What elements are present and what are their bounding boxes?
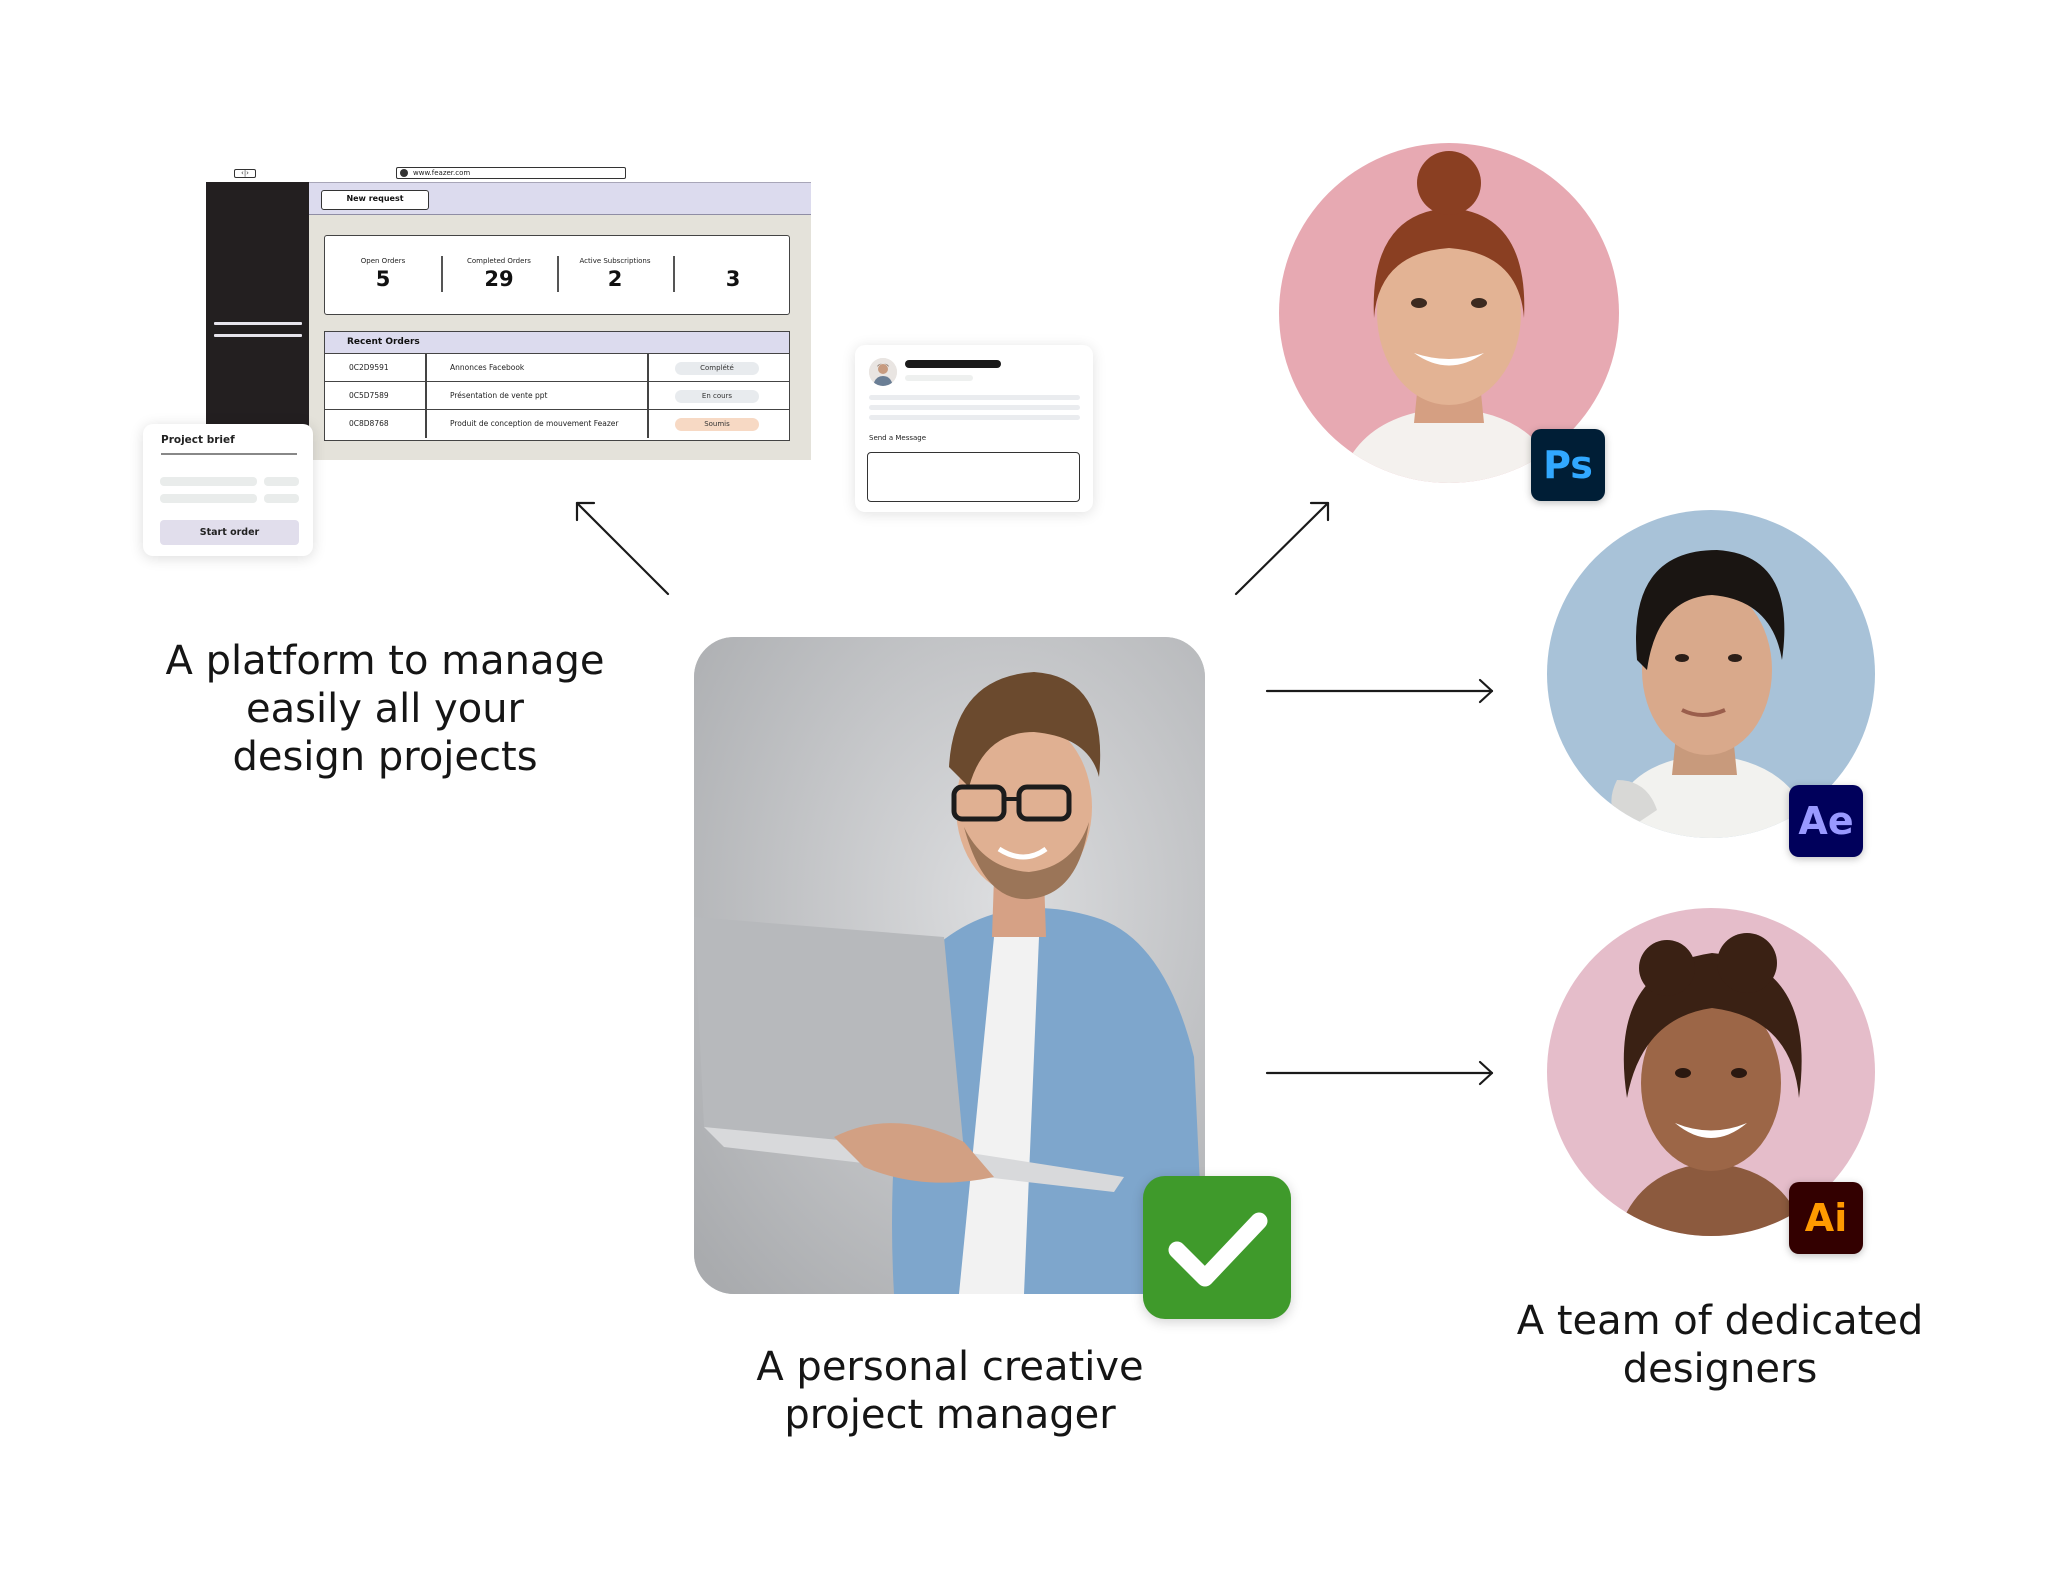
status-badge: Soumis (675, 418, 759, 431)
order-id: 0C5D7589 (349, 391, 389, 400)
sender-subtitle-placeholder (905, 375, 973, 381)
order-id: 0C8D8768 (349, 419, 389, 428)
caption-line: easily all your (246, 686, 524, 732)
browser-nav-arrows-icon: ‹|› (234, 169, 256, 178)
dashboard-main: New request Open Orders 5 Completed Orde… (309, 182, 811, 460)
caption-line: project manager (784, 1392, 1116, 1438)
designer-photoshop-photo (1279, 143, 1619, 483)
placeholder-bar (264, 494, 299, 503)
caption-platform: A platform to manage easily all your des… (130, 637, 640, 781)
project-manager-photo (694, 637, 1205, 1294)
stat-label: Completed Orders (467, 257, 531, 265)
stat-value: 2 (607, 267, 623, 291)
illustrator-icon: Ai (1789, 1182, 1863, 1254)
message-text-placeholder (869, 395, 1080, 400)
menu-icon-line (214, 322, 302, 325)
send-message-label: Send a Message (869, 434, 927, 442)
table-row[interactable]: 0C2D9591 Annonces Facebook Complété (325, 354, 789, 382)
stat-divider (673, 256, 675, 292)
message-text-placeholder (869, 405, 1080, 410)
check-icon (1143, 1176, 1291, 1319)
designer-illustrator-photo (1547, 908, 1875, 1236)
caption-line: designers (1622, 1346, 1818, 1392)
brief-title: Project brief (161, 434, 235, 446)
browser-bar: ‹|› www.feazer.com (206, 162, 811, 182)
stat-label: Active Subscriptions (579, 257, 651, 265)
stat-divider (441, 256, 443, 292)
arrow-to-illustrator-designer-icon (1265, 1060, 1494, 1086)
stat-value: 5 (375, 267, 391, 291)
start-order-button[interactable]: Start order (160, 520, 299, 545)
status-badge: En cours (675, 390, 759, 403)
stat-open-orders: Open Orders 5 (325, 256, 441, 292)
sender-name-placeholder (905, 360, 1001, 368)
caption-line: A platform to manage (165, 638, 605, 684)
placeholder-bar (264, 477, 299, 486)
dashboard-sidebar (206, 182, 309, 460)
stat-divider (557, 256, 559, 292)
caption-manager: A personal creative project manager (700, 1343, 1200, 1439)
recent-orders-title: Recent Orders (325, 332, 789, 354)
designer-after-effects-photo (1547, 510, 1875, 838)
dashboard-mockup: ‹|› www.feazer.com New request Open Orde… (206, 162, 811, 460)
order-name: Annonces Facebook (450, 363, 525, 372)
order-name: Produit de conception de mouvement Feaze… (450, 419, 619, 428)
project-brief-card: Project brief Start order (143, 424, 313, 556)
dashboard-header: New request (309, 183, 811, 215)
arrow-to-photoshop-designer-icon (1234, 501, 1330, 596)
recent-orders-table: Recent Orders 0C2D9591 Annonces Facebook… (324, 331, 790, 441)
caption-line: design projects (232, 734, 538, 780)
stat-completed-orders: Completed Orders 29 (441, 256, 557, 292)
order-name: Présentation de vente ppt (450, 391, 548, 400)
stat-label: Open Orders (360, 257, 406, 265)
stat-value: 29 (484, 267, 514, 291)
lock-icon (400, 169, 408, 177)
url-bar: www.feazer.com (396, 167, 626, 179)
caption-line: A personal creative (756, 1344, 1144, 1390)
divider (161, 453, 297, 455)
table-row[interactable]: 0C8D8768 Produit de conception de mouvem… (325, 410, 789, 438)
placeholder-bar (160, 477, 257, 486)
caption-team: A team of dedicated designers (1470, 1297, 1970, 1393)
photoshop-icon: Ps (1531, 429, 1605, 501)
new-request-button[interactable]: New request (321, 190, 429, 210)
status-badge: Complété (675, 362, 759, 375)
avatar (869, 358, 897, 386)
message-card: Send a Message (855, 345, 1093, 512)
message-input[interactable] (867, 452, 1080, 502)
stat-fourth: 3 (675, 256, 791, 292)
stat-value: 3 (725, 267, 741, 291)
stat-active-subscriptions: Active Subscriptions 2 (557, 256, 673, 292)
order-id: 0C2D9591 (349, 363, 389, 372)
url-text: www.feazer.com (413, 169, 471, 177)
caption-line: A team of dedicated (1516, 1298, 1924, 1344)
menu-icon-line (214, 334, 302, 337)
placeholder-bar (160, 494, 257, 503)
table-row[interactable]: 0C5D7589 Présentation de vente ppt En co… (325, 382, 789, 410)
stats-panel: Open Orders 5 Completed Orders 29 Active… (324, 235, 790, 315)
after-effects-icon: Ae (1789, 785, 1863, 857)
message-text-placeholder (869, 415, 1080, 420)
stat-label (675, 256, 791, 266)
arrow-to-after-effects-designer-icon (1265, 678, 1494, 704)
arrow-to-platform-icon (575, 501, 670, 596)
